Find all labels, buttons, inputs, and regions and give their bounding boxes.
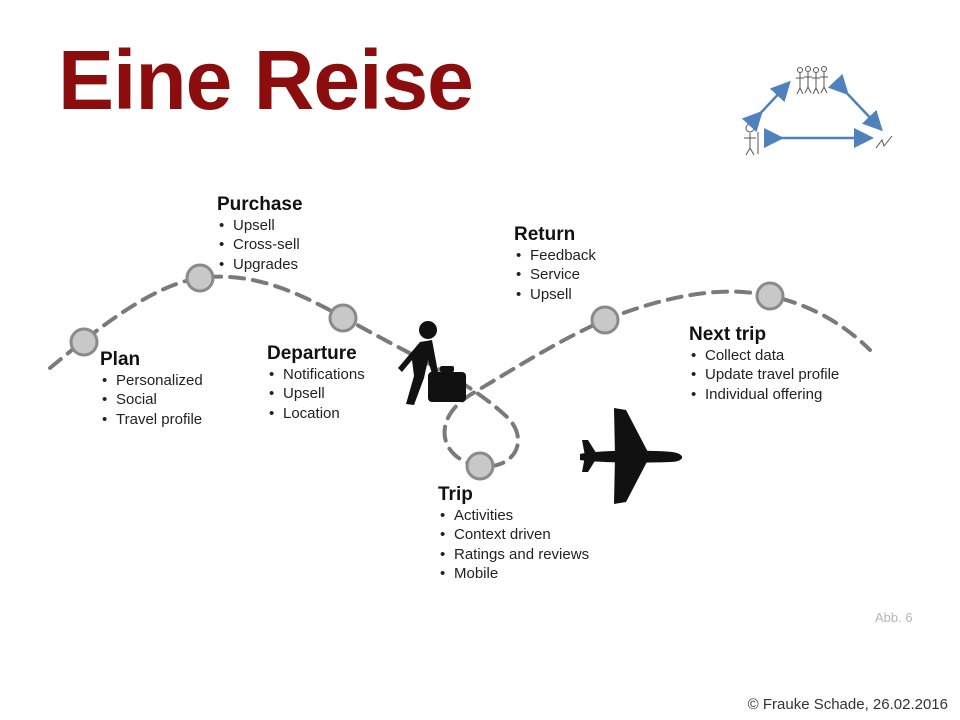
stage-departure: Departure Notifications Upsell Location xyxy=(267,343,365,424)
stage-next-trip-item: Update travel profile xyxy=(689,365,839,385)
stage-return-item: Upsell xyxy=(514,285,596,305)
stage-purchase-item: Upgrades xyxy=(217,255,303,275)
stage-next-trip-title: Next trip xyxy=(689,324,767,345)
stage-plan: Plan Personalized Social Travel profile xyxy=(100,349,203,430)
stage-plan-item: Social xyxy=(100,390,203,410)
airplane-icon xyxy=(580,408,683,504)
stage-return-title: Return xyxy=(514,224,576,245)
stage-purchase: Purchase Upsell Cross-sell Upgrades xyxy=(217,194,303,275)
arrow-person-to-people xyxy=(741,80,791,133)
journey-node-purchase xyxy=(185,263,215,293)
stakeholder-cycle-icon xyxy=(741,66,893,156)
stage-return-item: Feedback xyxy=(514,246,596,266)
stage-departure-item: Upsell xyxy=(267,384,365,404)
stage-trip: Trip Activities Context driven Ratings a… xyxy=(438,484,589,584)
stage-return: Return Feedback Service Upsell xyxy=(514,224,596,305)
journey-node-departure xyxy=(328,303,358,333)
stage-trip-item: Ratings and reviews xyxy=(438,545,589,565)
lightning-icon xyxy=(875,135,893,149)
stage-trip-title: Trip xyxy=(438,484,473,505)
stage-purchase-item: Cross-sell xyxy=(217,235,303,255)
stage-trip-item: Activities xyxy=(438,506,589,526)
stage-plan-item: Travel profile xyxy=(100,410,203,430)
stage-plan-title: Plan xyxy=(100,349,141,370)
traveler-with-suitcase-icon xyxy=(398,321,466,405)
stage-trip-item: Context driven xyxy=(438,525,589,545)
stage-departure-item: Location xyxy=(267,404,365,424)
stage-next-trip-item: Collect data xyxy=(689,346,839,366)
people-group-icon xyxy=(796,66,828,95)
stage-purchase-title: Purchase xyxy=(217,194,303,215)
stage-plan-item: Personalized xyxy=(100,371,203,391)
stage-next-trip: Next trip Collect data Update travel pro… xyxy=(689,324,839,405)
journey-node-plan xyxy=(69,327,99,357)
stage-purchase-item: Upsell xyxy=(217,216,303,236)
copyright-notice: © Frauke Schade, 26.02.2016 xyxy=(747,696,948,713)
journey-node-return xyxy=(590,305,620,335)
journey-node-trip xyxy=(465,451,495,481)
stage-departure-item: Notifications xyxy=(267,365,365,385)
person-icon xyxy=(744,123,759,156)
stage-return-item: Service xyxy=(514,265,596,285)
figure-label: Abb. 6 xyxy=(875,610,913,625)
arrow-people-to-lightning xyxy=(827,73,883,132)
page-title: Eine Reise xyxy=(58,33,474,127)
journey-node-next-trip xyxy=(755,281,785,311)
stage-next-trip-item: Individual offering xyxy=(689,385,839,405)
stage-trip-item: Mobile xyxy=(438,564,589,584)
stage-departure-title: Departure xyxy=(267,343,357,364)
